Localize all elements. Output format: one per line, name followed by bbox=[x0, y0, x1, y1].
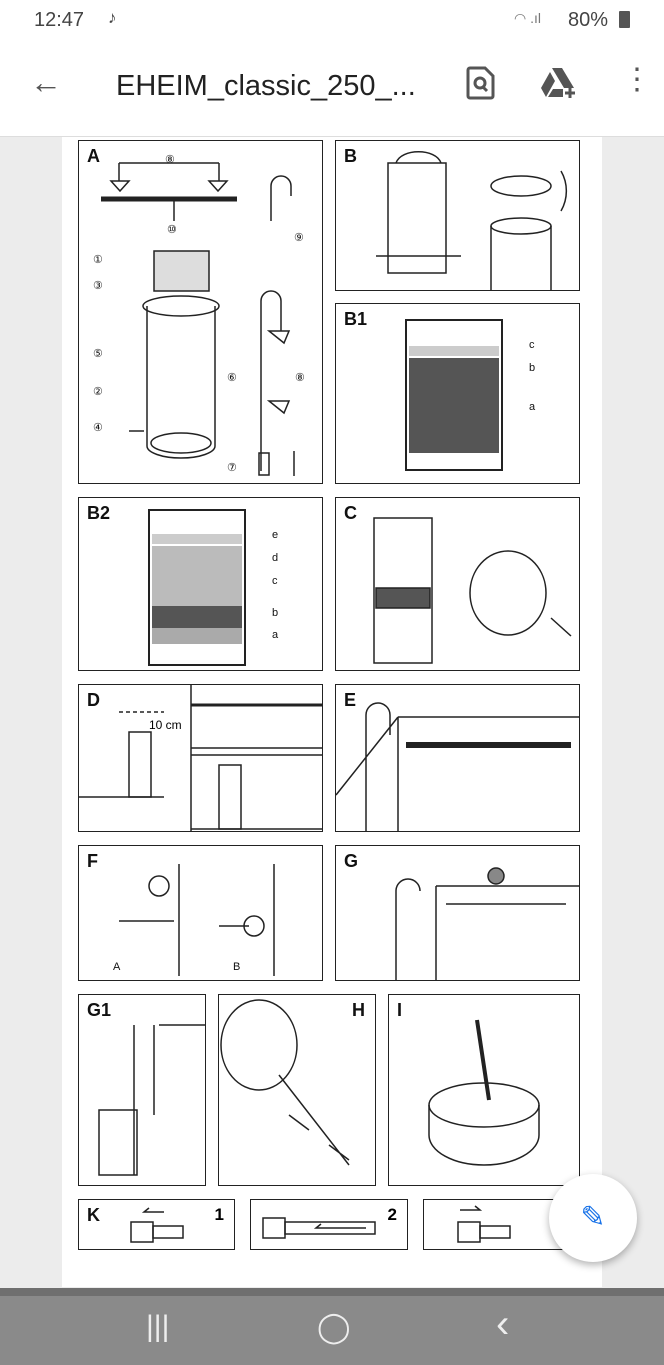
panel-label: C bbox=[344, 503, 357, 523]
tiktok-notification-icon: ♪ bbox=[108, 8, 117, 27]
find-in-document-icon[interactable] bbox=[466, 66, 496, 105]
panel-b: B bbox=[335, 140, 580, 291]
callout: ⑦ bbox=[227, 462, 237, 474]
callout: ④ bbox=[93, 422, 103, 434]
panel-label: B2 bbox=[87, 503, 111, 523]
callout: B bbox=[233, 961, 240, 973]
panel-label: B1 bbox=[344, 309, 368, 329]
app-bar: ← EHEIM_classic_250_... ⋮ bbox=[0, 40, 664, 137]
recent-apps-button[interactable]: ||| bbox=[146, 1310, 170, 1343]
callout: ① bbox=[93, 254, 103, 266]
outlet-angle-illustration: A B bbox=[113, 864, 275, 976]
spray-bar-illustration bbox=[336, 702, 579, 831]
callout: c bbox=[272, 575, 278, 587]
panel-label: D bbox=[87, 690, 100, 710]
status-bar: 12:47 ♪ ◠ .ıl 80% bbox=[0, 0, 664, 40]
priming-illustration bbox=[395, 867, 579, 980]
filter-assembly-illustration bbox=[373, 517, 572, 664]
impeller-illustration bbox=[220, 999, 350, 1166]
panel-label: G1 bbox=[87, 1000, 112, 1020]
panel-c: C bbox=[335, 497, 580, 671]
hose-connector-illustration bbox=[262, 1217, 376, 1239]
panel-g: G bbox=[335, 845, 580, 981]
clock: 12:47 bbox=[34, 9, 85, 31]
callout: ⑧ bbox=[295, 372, 305, 384]
add-to-drive-icon[interactable] bbox=[540, 66, 578, 105]
panel-label: B bbox=[344, 146, 357, 166]
callout: b bbox=[272, 607, 278, 619]
callout: ⑧ bbox=[165, 154, 175, 166]
filter-parts-illustration: ⑧ ⑩ ⑨ ① ③ ⑤ ② ④ ⑥ ⑧ ⑦ bbox=[93, 154, 305, 476]
panel-label: I bbox=[397, 1000, 403, 1020]
callout: d bbox=[272, 552, 278, 564]
system-nav-bar: ||| ◯ ‹ bbox=[0, 1288, 664, 1365]
callout: a bbox=[529, 401, 536, 413]
battery-percent: 80% bbox=[567, 9, 608, 31]
hose-connector-illustration bbox=[457, 1205, 511, 1243]
filter-media-layers-illustration: c b a bbox=[405, 319, 536, 471]
document-title: EHEIM_classic_250_... bbox=[116, 70, 416, 102]
callout: ⑥ bbox=[227, 372, 237, 384]
back-button[interactable]: ‹ bbox=[496, 1302, 510, 1346]
panel-label: G bbox=[344, 851, 359, 871]
callout: ⑨ bbox=[294, 232, 304, 244]
panel-i: I bbox=[388, 994, 580, 1186]
callout: ③ bbox=[93, 280, 103, 292]
panel-k-step-2: 2 bbox=[250, 1199, 408, 1250]
pump-head-illustration bbox=[428, 1019, 540, 1166]
panel-k-step-1: K 1 bbox=[78, 1199, 235, 1250]
panel-label: K bbox=[87, 1205, 100, 1225]
callout: ② bbox=[93, 386, 103, 398]
wifi-signal-icon: ◠ .ıl bbox=[514, 10, 541, 26]
callout: e bbox=[272, 529, 278, 541]
hose-connector-illustration bbox=[130, 1207, 184, 1243]
panel-h: H bbox=[218, 994, 376, 1186]
height-label: 10 cm bbox=[149, 718, 182, 732]
panel-label: A bbox=[87, 146, 100, 166]
edit-pencil-icon: ✎ bbox=[580, 1201, 606, 1234]
panel-label: E bbox=[344, 690, 357, 710]
panel-a: A ⑧ ⑩ ⑨ ① ③ ⑤ ② ④ ⑥ ⑧ ⑦ bbox=[78, 140, 323, 484]
callout: ⑩ bbox=[167, 224, 177, 236]
callout: b bbox=[529, 362, 535, 374]
callout: c bbox=[529, 339, 535, 351]
filter-media-layers-illustration: e d c b a bbox=[148, 509, 279, 666]
panel-f: F A B bbox=[78, 845, 323, 981]
callout: ⑤ bbox=[93, 348, 103, 360]
panel-d: D 10 cm bbox=[78, 684, 323, 832]
step-number: 2 bbox=[387, 1205, 397, 1224]
back-arrow-icon[interactable]: ← bbox=[30, 64, 62, 100]
installation-height-illustration: 10 cm bbox=[79, 685, 322, 831]
battery-icon bbox=[619, 11, 630, 28]
callout: A bbox=[113, 961, 121, 973]
panel-label: F bbox=[87, 851, 98, 871]
step-number: 1 bbox=[214, 1205, 224, 1224]
filter-basket-illustration bbox=[376, 151, 568, 290]
panel-b1: B1 c b a bbox=[335, 303, 580, 484]
priming-illustration bbox=[98, 1024, 205, 1176]
callout: a bbox=[272, 629, 279, 641]
more-vert-icon[interactable]: ⋮ bbox=[622, 63, 652, 96]
panel-label: H bbox=[352, 1000, 365, 1020]
home-button[interactable]: ◯ bbox=[317, 1311, 351, 1344]
panel-e: E bbox=[335, 684, 580, 832]
panel-b2: B2 e d c b a bbox=[78, 497, 323, 671]
panel-g1: G1 bbox=[78, 994, 206, 1186]
edit-button[interactable]: ✎ bbox=[549, 1174, 637, 1262]
